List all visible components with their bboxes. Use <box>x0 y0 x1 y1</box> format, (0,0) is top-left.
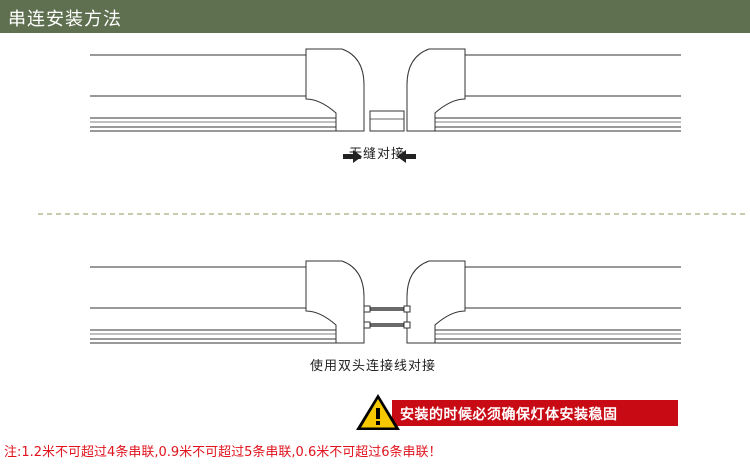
tube-right-1 <box>406 48 682 132</box>
page-title: 串连安装方法 <box>8 9 122 30</box>
tube-left-1 <box>89 48 365 132</box>
arrow-right-icon <box>343 150 362 163</box>
arrow-left-icon <box>397 150 416 163</box>
tube-left-2 <box>89 260 365 344</box>
warning-triangle-icon <box>356 394 400 430</box>
installation-diagram <box>38 48 745 344</box>
warning-text: 安装的时候必须确保灯体安装稳固 <box>400 407 618 423</box>
warning-bar <box>392 400 678 426</box>
double-head-cable <box>363 305 411 329</box>
tube-right-2 <box>406 260 682 344</box>
warning-banner: 安装的时候必须确保灯体安装稳固 <box>354 392 726 432</box>
header-bar: 串连安装方法 <box>0 0 750 33</box>
joint-connector <box>369 110 405 132</box>
series-limit-note: 注:1.2米不可超过4条串联,0.9米不可超过5条串联,0.6米不可超过6条串联… <box>4 445 442 460</box>
cable-joint-caption: 使用双头连接线对接 <box>310 359 437 374</box>
seamless-joint-caption: 无缝对接 <box>349 147 406 162</box>
